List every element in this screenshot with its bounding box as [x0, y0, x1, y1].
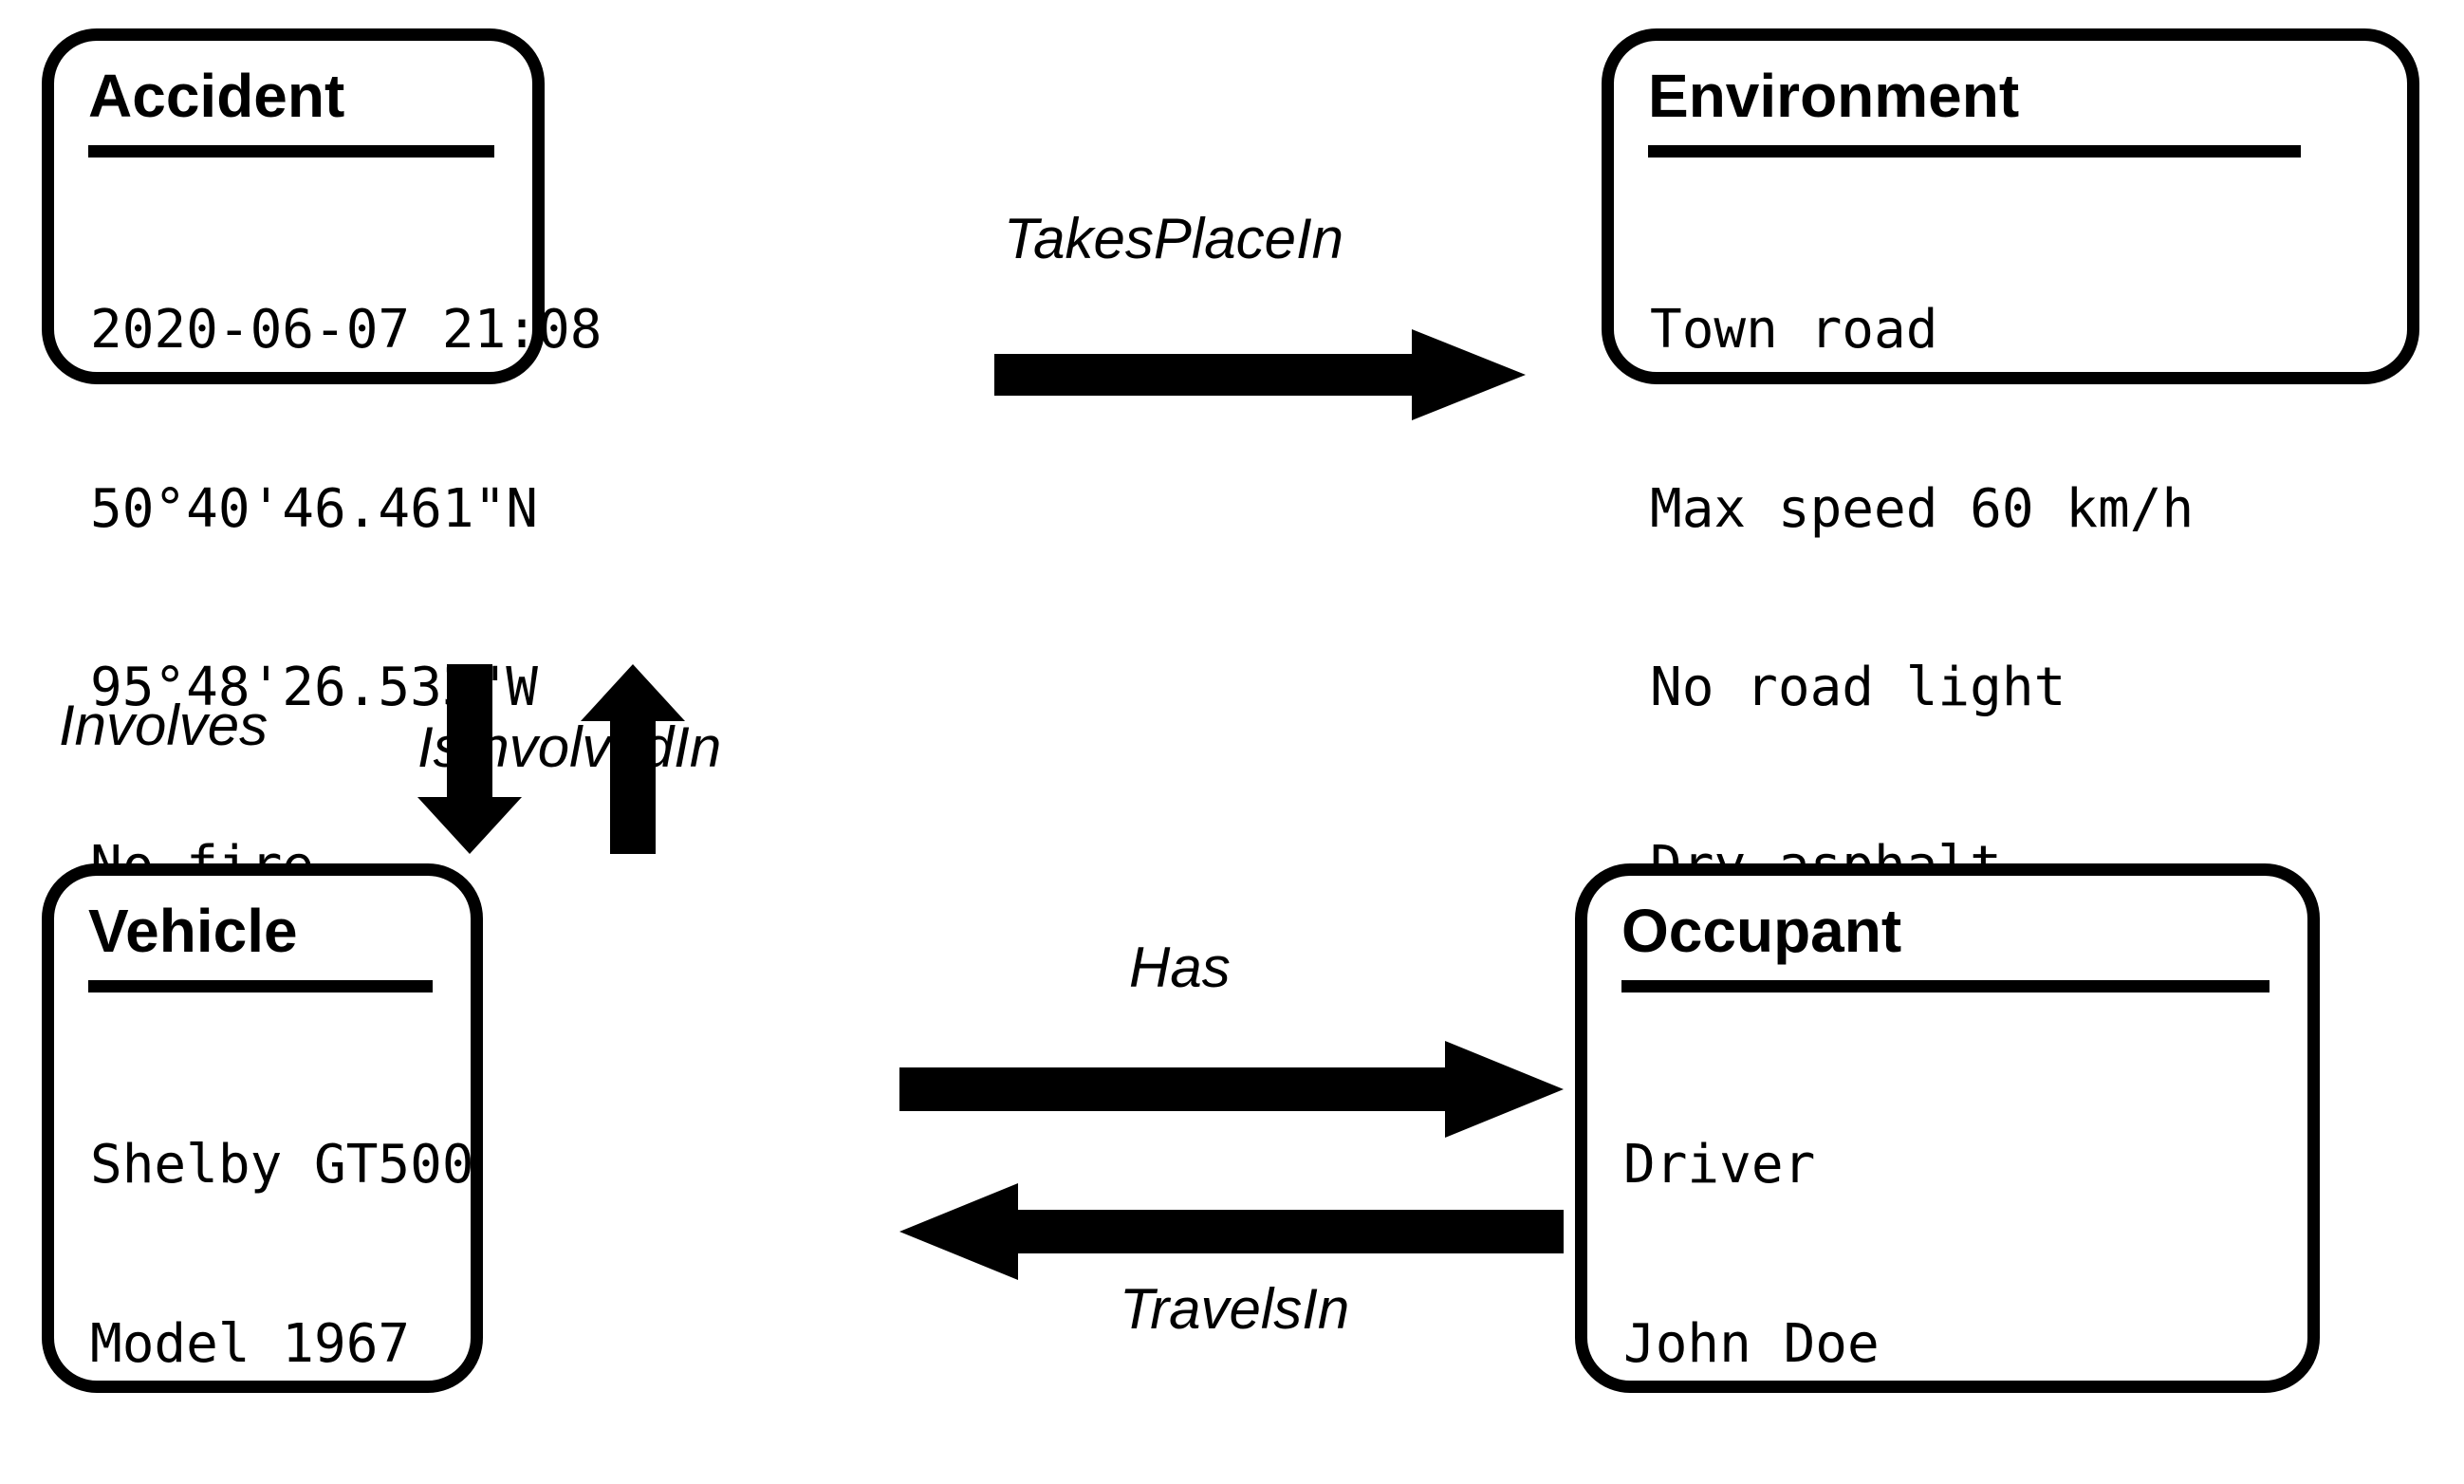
entity-attributes-vehicle: Shelby GT500 Model 1967 Black fastback 2…	[90, 1017, 474, 1484]
entity-title-accident: Accident	[88, 62, 345, 130]
relation-label-travelsin: TravelsIn	[1120, 1277, 1350, 1341]
entity-box-environment[interactable]: Environment Town road Max speed 60 km/h …	[1602, 28, 2419, 896]
attribute-row: 2020-06-07 21:08	[90, 299, 602, 362]
attribute-row: Model 1967	[90, 1312, 411, 1375]
attribute-row: Shelby GT500	[90, 1134, 474, 1196]
entity-box-occupant[interactable]: Occupant Driver John Doe 35 years No all…	[1575, 863, 2320, 1393]
arrow-right-has	[899, 1039, 1564, 1140]
entity-title-vehicle: Vehicle	[88, 897, 298, 965]
arrow-left-travelsin	[899, 1181, 1564, 1282]
relation-label-has: Has	[1129, 936, 1231, 999]
entity-title-environment: Environment	[1648, 62, 2020, 130]
entity-box-vehicle[interactable]: Vehicle Shelby GT500 Model 1967 Black fa…	[42, 863, 483, 1393]
entity-title-occupant: Occupant	[1621, 897, 1902, 965]
attribute-row: Town road	[1650, 299, 1938, 362]
attribute-row: Driver	[1623, 1134, 1816, 1196]
relation-label-isinvolvedin: IsInvolvedIn	[417, 715, 722, 779]
entity-title-rule	[1648, 145, 2301, 158]
attribute-row: John Doe	[1623, 1312, 1880, 1375]
arrow-up-isinvolvedin	[581, 664, 685, 854]
entity-title-rule	[88, 980, 433, 992]
relation-label-involves: Involves	[59, 694, 269, 757]
relation-label-takesplacein: TakesPlaceIn	[1004, 207, 1344, 270]
arrow-down-involves	[417, 664, 522, 854]
arrow-right-takesplacein	[994, 327, 1526, 422]
attribute-row: No road light	[1650, 656, 2066, 718]
attribute-row: 50°40'46.461"N	[90, 477, 539, 540]
attribute-row: Max speed 60 km/h	[1650, 477, 2195, 540]
entity-box-accident[interactable]: Accident 2020-06-07 21:08 50°40'46.461"N…	[42, 28, 602, 896]
entity-title-rule	[88, 145, 494, 158]
entity-title-rule	[1621, 980, 2269, 992]
entity-attributes-occupant: Driver John Doe 35 years No allergies	[1623, 1017, 2307, 1484]
